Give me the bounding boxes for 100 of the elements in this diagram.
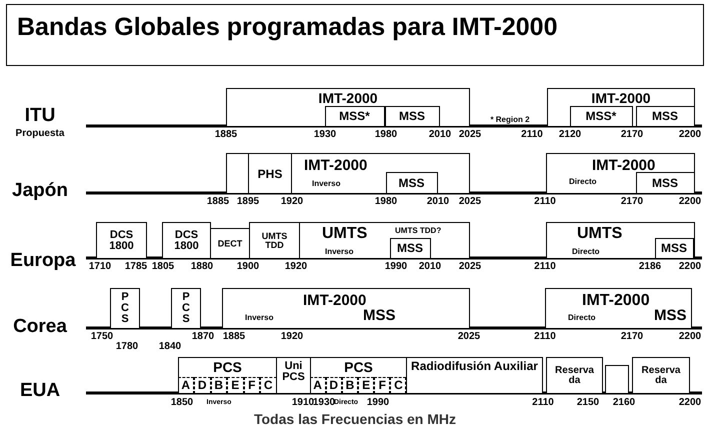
frequency-label: 2110 <box>534 197 556 207</box>
band-label: E <box>231 378 240 390</box>
frequency-label: 2025 <box>458 197 482 207</box>
frequency-label: 2160 <box>612 398 636 408</box>
frequency-label: 2200 <box>678 262 702 272</box>
band-label: B <box>214 378 224 390</box>
band-label: MSS <box>654 308 687 323</box>
band-label: IMT-2000 <box>582 293 650 309</box>
band-label: B <box>346 378 354 390</box>
frequency-label: 1870 <box>192 332 214 342</box>
band-box <box>632 357 690 394</box>
band-box <box>406 357 543 394</box>
sub-band-box <box>390 238 430 258</box>
band-label: P C S <box>182 292 190 325</box>
band-label: F <box>248 378 256 390</box>
band-label: C <box>264 378 273 390</box>
band-label: Reserva da <box>555 366 594 386</box>
frequency-label: 2110 <box>521 130 543 140</box>
band-label: F <box>378 378 386 390</box>
band-label: Radiodifusión Auxiliar <box>411 360 538 372</box>
sub-band-box <box>326 376 342 394</box>
band-label: IMT-2000 <box>592 158 656 173</box>
band-label: IMT-2000 <box>318 91 378 105</box>
region-label: EUA <box>20 381 60 400</box>
sub-band-box <box>384 106 440 126</box>
region-label: Propuesta <box>16 129 64 139</box>
sub-band-box <box>374 376 390 394</box>
band-label: Uni PCS <box>282 361 305 383</box>
frequency-label: 1780 <box>116 342 138 352</box>
sub-band-box <box>342 376 358 394</box>
frequency-label: 2170 <box>620 197 644 207</box>
band-box <box>605 365 629 394</box>
frequency-label: 2110 <box>532 398 554 408</box>
frequency-label: 2170 <box>620 130 644 140</box>
band-box <box>171 288 201 329</box>
band-box <box>249 222 300 259</box>
band-label: DCS 1800 <box>174 230 199 252</box>
frequency-label: 1930 <box>312 398 336 408</box>
band-box <box>96 222 147 259</box>
frequency-label: 2010 <box>428 130 452 140</box>
band-label: Reserva da <box>642 366 680 386</box>
band-box <box>210 228 250 259</box>
frequency-label: 2186 <box>638 262 662 272</box>
band-label: MSS <box>399 110 425 122</box>
note-label: Inverso <box>325 248 354 256</box>
frequency-label: 2110 <box>534 332 556 342</box>
band-label: MSS <box>652 110 678 122</box>
band-box <box>546 222 695 259</box>
band-box <box>226 153 249 194</box>
band-label: IMT-2000 <box>591 91 651 105</box>
sub-band-box <box>194 376 210 394</box>
frequency-label: 1885 <box>214 130 238 140</box>
frequency-label: 2010 <box>426 197 450 207</box>
sub-band-box <box>636 172 694 194</box>
band-label: MSS <box>661 242 687 254</box>
frequency-label: 1900 <box>236 262 260 272</box>
frequency-label: 1710 <box>88 262 112 272</box>
band-label: MSS <box>398 176 424 188</box>
band-label: MSS* <box>339 110 370 122</box>
frequency-label: 1990 <box>366 398 390 408</box>
sub-band-box <box>358 376 374 394</box>
sub-band-box <box>178 376 194 394</box>
band-box <box>545 288 692 329</box>
band-label: C <box>394 378 403 390</box>
sub-band-box <box>636 106 694 126</box>
frequency-label: 1880 <box>190 262 214 272</box>
band-box <box>291 153 470 194</box>
band-label: MSS* <box>586 110 616 122</box>
note-label: UMTS TDD? <box>395 227 442 235</box>
frequency-label: 1840 <box>158 342 182 352</box>
band-label: MSS <box>363 308 396 323</box>
frequency-label: 1895 <box>236 197 260 207</box>
band-box <box>248 153 292 194</box>
band-label: PCS <box>344 360 373 374</box>
frequency-label: 1885 <box>206 197 230 207</box>
band-box <box>299 222 470 259</box>
note-label: * Region 2 <box>490 116 530 124</box>
frequency-label: 2150 <box>576 398 600 408</box>
sub-band-box <box>244 376 260 394</box>
sub-band-box <box>310 376 326 394</box>
band-box <box>276 357 311 394</box>
frequency-label: 1980 <box>374 130 398 140</box>
frequency-label: 2170 <box>620 332 644 342</box>
frequency-label: 2025 <box>458 332 480 342</box>
note-label: Inverso <box>245 314 274 322</box>
band-label: A <box>181 378 190 390</box>
band-box <box>110 288 140 329</box>
band-label: P C S <box>121 292 129 325</box>
band-label: UMTS <box>322 226 368 242</box>
frequency-label: 1980 <box>374 197 398 207</box>
band-label: DECT <box>218 239 242 248</box>
frequency-label: 1910 <box>292 398 314 408</box>
region-label: Europa <box>10 251 76 270</box>
sub-band-box <box>654 238 694 258</box>
region-label: Corea <box>13 317 67 336</box>
band-label: UMTS TDD <box>262 232 288 250</box>
band-box <box>310 357 407 394</box>
band-label: MSS <box>397 242 423 254</box>
note-label: Directo <box>572 248 600 256</box>
band-label: MSS <box>652 176 678 188</box>
